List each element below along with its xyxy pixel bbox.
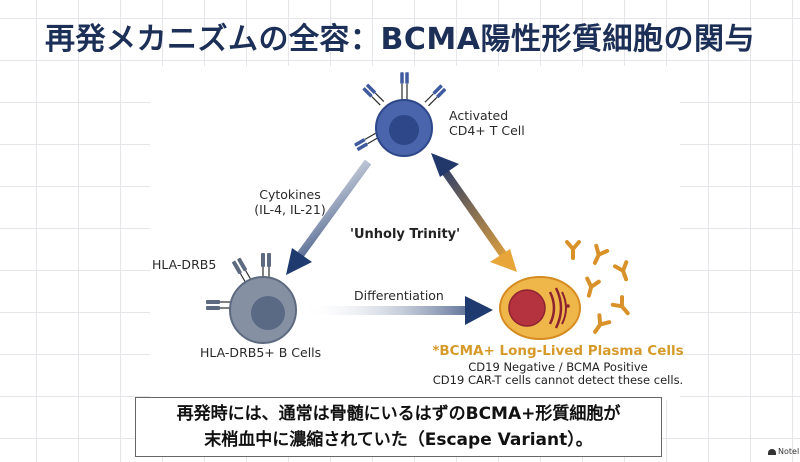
antibody-icon (593, 313, 612, 334)
antibody-icons (565, 240, 630, 334)
t-cell-label-line1: Activated (449, 108, 509, 123)
brand-logo-icon (768, 448, 776, 455)
hla-drb5-label: HLA-DRB5 (152, 257, 217, 272)
callout-box: 再発時には、通常は骨髄にいるはずのBCMA+形質細胞が 末梢血中に濃縮されていた… (135, 397, 662, 457)
antibody-icon (592, 243, 610, 265)
brand-label: Notel (778, 447, 800, 456)
plasma-cell (499, 276, 581, 340)
t-cell (353, 71, 447, 157)
b-cell (206, 253, 297, 344)
antibody-icon (585, 276, 601, 298)
plasma-cell-subtitle-1: CD19 Negative / BCMA Positive (468, 360, 648, 374)
t-cell-receptors (353, 71, 447, 152)
hla-drb5-receptors (206, 253, 271, 310)
t-cell-label-line2: CD4+ T Cell (449, 123, 525, 138)
differentiation-label: Differentiation (354, 288, 444, 303)
cytokine-label-line1: Cytokines (259, 187, 321, 202)
t-cell-label: Activated CD4+ T Cell (449, 108, 525, 138)
callout-line1: 再発時には、通常は骨髄にいるはずのBCMA+形質細胞が (176, 404, 621, 424)
cytokine-arrow (286, 159, 372, 275)
plasma-cell-title: *BCMA+ Long-Lived Plasma Cells (432, 343, 684, 359)
brand-watermark: Notel (768, 447, 799, 456)
callout-line2: 末梢血中に濃縮されていた（Escape Variant）。 (204, 430, 593, 450)
cytokine-label: Cytokines (IL-4, IL-21) (245, 187, 335, 217)
unholy-trinity-label: 'Unholy Trinity' (350, 227, 461, 242)
antibody-icon (565, 240, 581, 260)
cytokine-label-line2: (IL-4, IL-21) (254, 202, 326, 217)
antibody-icon (610, 295, 630, 316)
bidirectional-arrow (431, 153, 517, 272)
differentiation-arrow (300, 296, 493, 325)
plasma-cell-subtitle-2: CD19 CAR-T cells cannot detect these cel… (432, 373, 684, 387)
b-cell-label: HLA-DRB5+ B Cells (200, 345, 322, 360)
page-title: 再発メカニズムの全容：BCMA陽性形質細胞の関与 (45, 22, 755, 57)
antibody-icon (612, 260, 629, 282)
